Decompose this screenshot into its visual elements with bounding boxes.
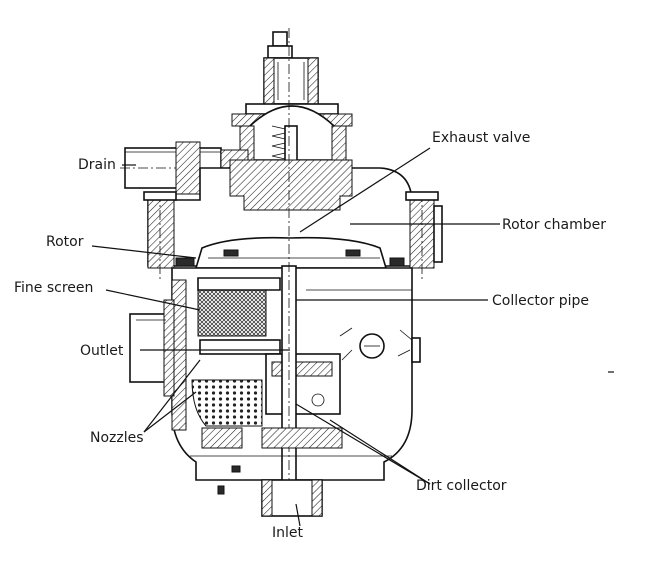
label-drain: Drain [78, 157, 116, 173]
label-nozzles: Nozzles [90, 430, 144, 446]
lower-housing [171, 28, 421, 510]
leader-lines [91, 147, 500, 527]
label-outlet: Outlet [80, 343, 124, 359]
label-collector-pipe: Collector pipe [492, 293, 589, 309]
label-rotor-chamber: Rotor chamber [502, 217, 606, 233]
outlet-flange [129, 299, 175, 397]
label-rotor: Rotor [46, 234, 84, 250]
label-dirt-collector: Dirt collector [416, 478, 507, 494]
inlet-pipe [261, 479, 323, 517]
filter-body-drawing [120, 28, 614, 517]
rotor [175, 236, 405, 269]
label-fine-screen: Fine screen [14, 280, 93, 296]
label-exhaust-valve: Exhaust valve [432, 130, 530, 146]
label-inlet: Inlet [272, 525, 304, 541]
